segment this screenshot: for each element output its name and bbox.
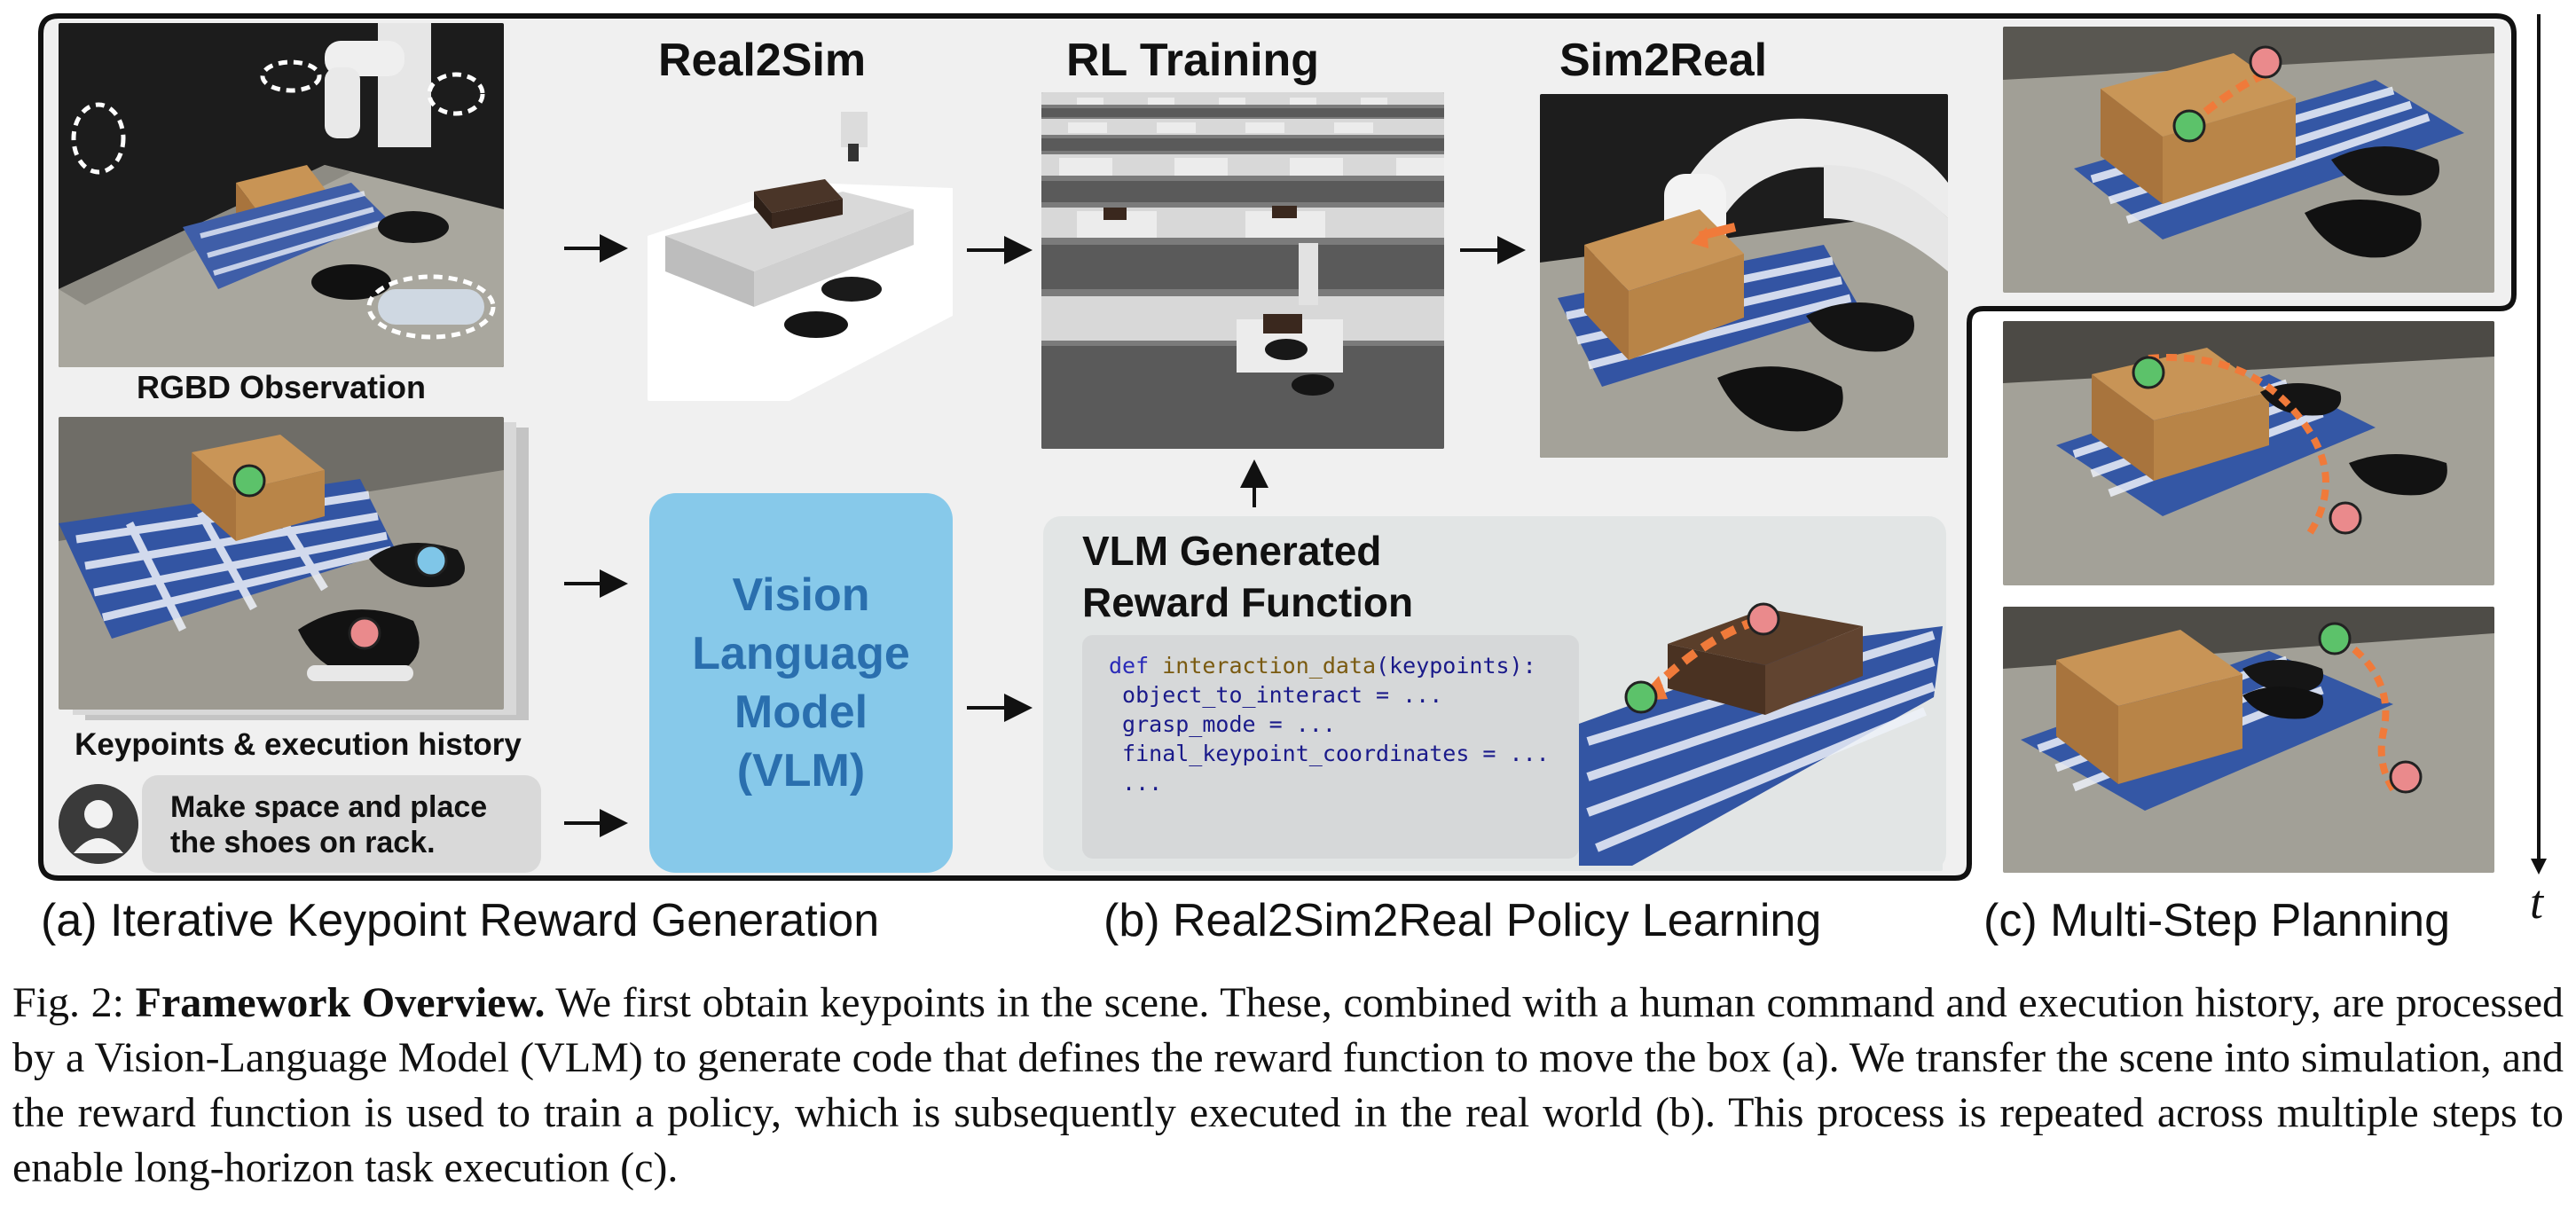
reward-title-line-1: VLM Generated <box>1082 528 1382 574</box>
stage-title-rl-training: RL Training <box>1066 35 1320 86</box>
keypoints-image <box>59 417 504 710</box>
code-line-2: object_to_interact = ... <box>1109 682 1443 708</box>
code-line-4: final_keypoint_coordinates = ... <box>1109 741 1550 766</box>
code-function-name: interaction_data <box>1162 653 1377 679</box>
code-line-3: grasp_mode = ... <box>1109 711 1336 737</box>
planning-step-2-image <box>2003 321 2494 585</box>
planning-step-1-image <box>2003 27 2494 293</box>
sim2real-image <box>1540 94 1948 458</box>
flow-arrows <box>564 14 2547 875</box>
stage-title-real2sim: Real2Sim <box>658 35 867 86</box>
human-command: Make space and place the shoes on rack. <box>170 790 488 859</box>
figure-caption: Fig. 2: Framework Overview. We first obt… <box>12 976 2564 1196</box>
stage-title-sim2real: Sim2Real <box>1559 35 1768 86</box>
caption-text: We first obtain keypoints in the scene. … <box>12 979 2564 1191</box>
subcaption-b: (b) Real2Sim2Real Policy Learning <box>1103 895 1822 946</box>
reward-function-title: VLM Generated Reward Function <box>1082 525 1413 628</box>
vlm-box: Vision Language Model (VLM) <box>649 493 953 873</box>
real2sim-render <box>648 94 953 401</box>
rgbd-observation-image <box>59 23 504 367</box>
vlm-line-1: Vision <box>732 569 870 621</box>
code-line-5: ... <box>1109 770 1163 796</box>
subcaption-a: (a) Iterative Keypoint Reward Generation <box>41 895 880 946</box>
code-keyword: def <box>1109 653 1150 679</box>
reward-code-block: def interaction_data(keypoints): object_… <box>1082 635 1579 859</box>
keypoints-label: Keypoints & execution history <box>75 727 522 762</box>
caption-fig-label: Fig. 2: <box>12 979 125 1026</box>
vlm-line-3: Model <box>734 687 868 738</box>
time-axis-label: t <box>2530 875 2544 929</box>
command-bubble <box>142 775 541 873</box>
code-line-1-rest: (keypoints): <box>1376 653 1536 679</box>
vlm-line-2: Language <box>692 628 910 679</box>
reward-scene-pointcloud <box>1579 591 1943 871</box>
planning-step-3-image <box>2003 607 2494 873</box>
subcaption-c: (c) Multi-Step Planning <box>1983 895 2450 946</box>
reward-title-line-2: Reward Function <box>1082 579 1414 625</box>
rl-training-render <box>1041 92 1444 449</box>
rgbd-label: RGBD Observation <box>136 369 427 405</box>
user-avatar-icon <box>59 784 138 864</box>
caption-bold-title: Framework Overview. <box>135 979 546 1026</box>
vlm-line-4: (VLM) <box>736 745 866 796</box>
